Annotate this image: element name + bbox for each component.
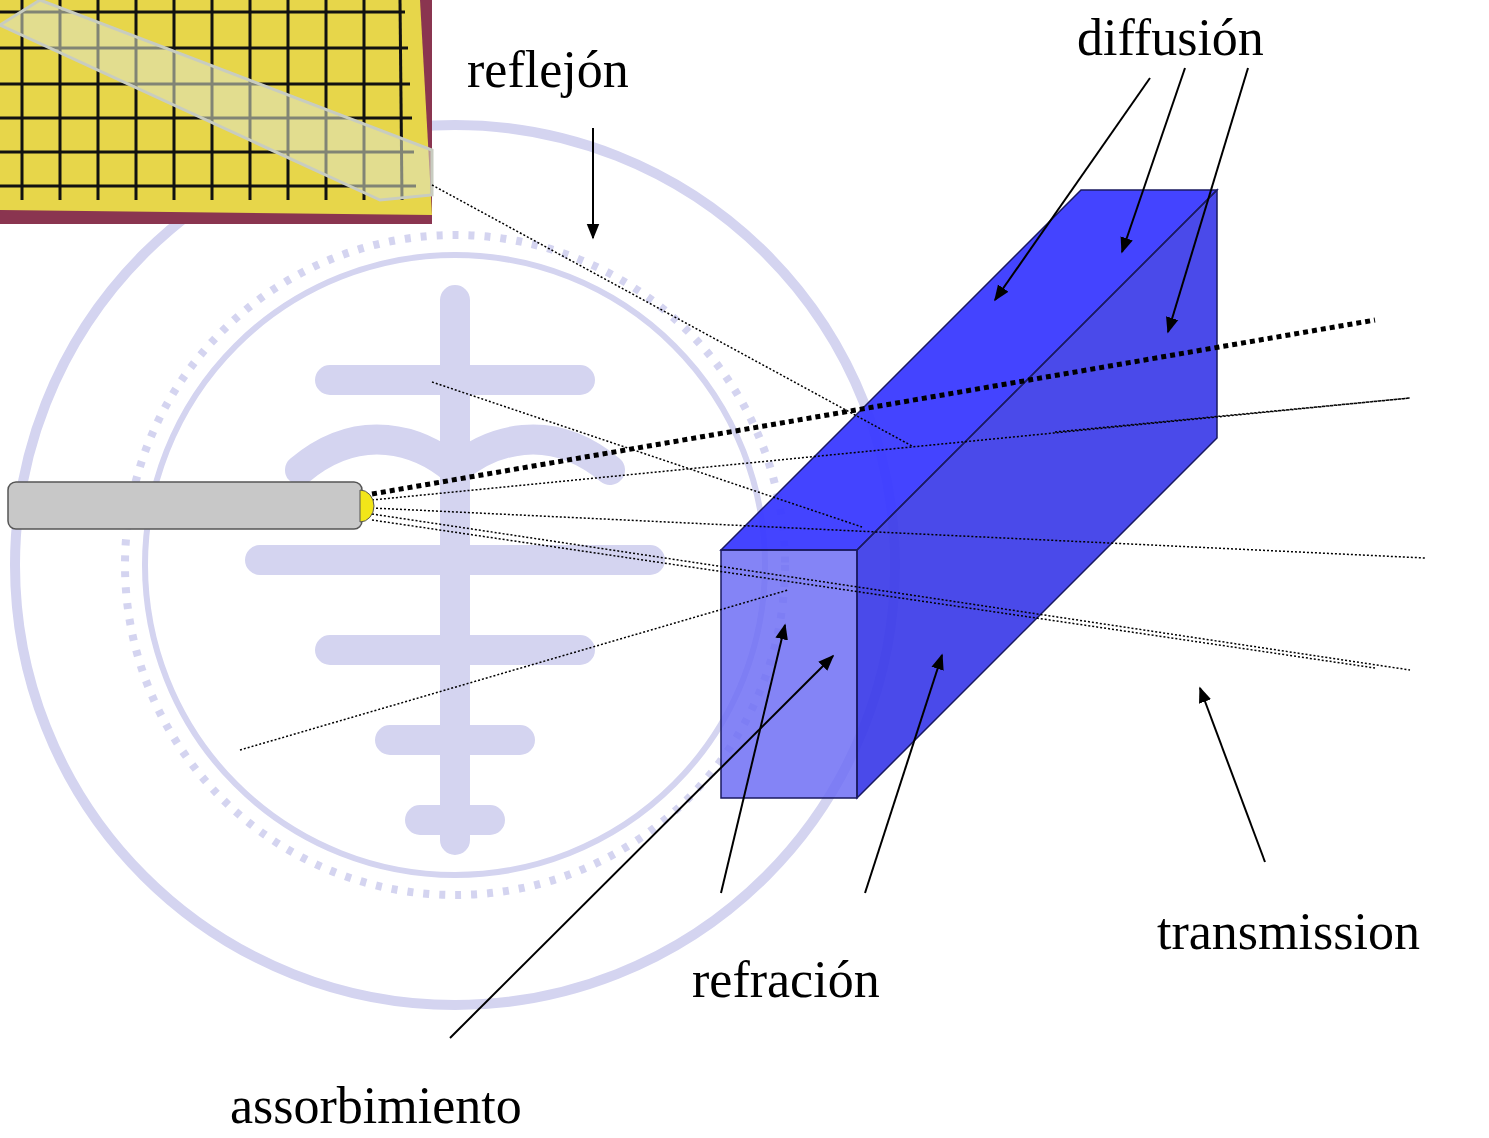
flashlight xyxy=(8,482,374,529)
part-label: assorbimiento xyxy=(230,1080,522,1132)
photo-inset xyxy=(0,0,432,224)
light-rays xyxy=(240,185,1425,750)
watermark-seal xyxy=(15,125,895,1005)
part-label: transmission xyxy=(1157,906,1420,958)
part-label: reflejón xyxy=(467,44,629,96)
part-label: refración xyxy=(692,954,880,1006)
leader-arrows xyxy=(450,68,1265,1038)
prism xyxy=(721,190,1217,798)
part-label: diffusión xyxy=(1077,12,1264,64)
